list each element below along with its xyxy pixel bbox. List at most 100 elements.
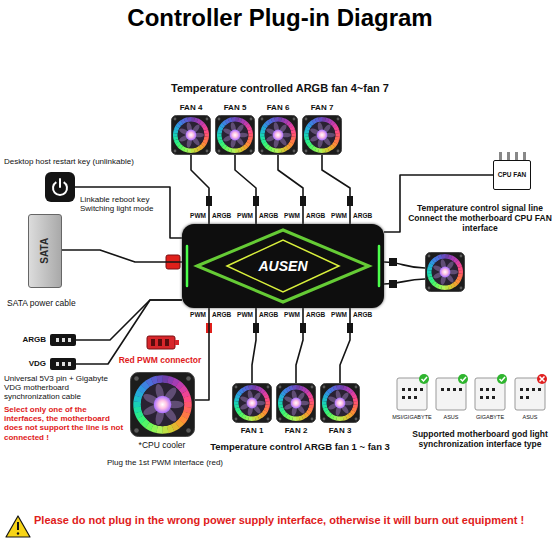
bottom-plugs [206, 323, 353, 333]
plug-pins [50, 358, 76, 370]
port-label: ARGB [306, 212, 325, 219]
fan-hub-light [440, 267, 451, 278]
cooler-label: *CPU cooler [139, 441, 186, 451]
fan-rotor [304, 117, 340, 153]
right-fan-wires [384, 258, 425, 288]
rgb-ring [322, 148, 326, 153]
cpu-fan-header-pins [499, 152, 526, 160]
fan-frame [277, 384, 316, 423]
screw-hole [134, 428, 139, 433]
warning-sign [6, 516, 30, 537]
fan-hub-light [186, 130, 197, 141]
fan-label: FAN 3 [329, 426, 352, 435]
port-label: PWM [331, 212, 347, 219]
fan-well [178, 122, 205, 149]
hub-glow-inner [227, 240, 339, 292]
check-mark [419, 374, 429, 384]
fan-rotor [217, 117, 253, 153]
fan-frame [131, 373, 195, 437]
rgb-ring [252, 416, 256, 421]
rgb-ring [173, 136, 178, 140]
cable [340, 308, 350, 383]
top-plugs [206, 196, 353, 206]
motherboard-header-icons [397, 374, 547, 410]
screw-hole [267, 386, 270, 389]
header-pin [515, 152, 518, 160]
rgb-ring [156, 375, 162, 383]
fan-rotor [234, 385, 270, 421]
rgb-ring [204, 129, 209, 133]
header-pin [492, 388, 495, 391]
connector-body [147, 336, 175, 349]
brand-logo: AUSEN [258, 258, 307, 274]
port-label: PWM [237, 311, 253, 318]
connector-pin [151, 339, 155, 346]
header-pin [532, 388, 535, 391]
brand-label: MSI/GIGABYTE [392, 414, 431, 420]
argb-fan: FAN 7 [302, 115, 342, 155]
header-pin [520, 388, 523, 391]
brand-label: GIGABYTE [476, 414, 504, 420]
port-label: ARGB [212, 212, 231, 219]
fan-rotor [322, 385, 358, 421]
rgb-ring [234, 404, 239, 408]
screw-hole [337, 150, 340, 153]
fan-frame [172, 116, 211, 155]
screw-hole [311, 418, 314, 421]
argb-fan: FAN 3 [320, 383, 360, 423]
fan-frame [321, 384, 360, 423]
port-label: PWM [190, 212, 206, 219]
port-label: PWM [190, 311, 206, 318]
rgb-ring [296, 416, 300, 421]
screw-hole [134, 376, 139, 381]
screw-hole [460, 255, 463, 258]
screw-hole [428, 287, 431, 290]
screw-hole [267, 418, 270, 421]
screw-hole [186, 376, 191, 381]
screw-hole [235, 418, 238, 421]
screw-hole [186, 428, 191, 433]
header-pin [520, 396, 523, 399]
rgb-ring [133, 407, 142, 414]
check-mark [461, 377, 467, 381]
screw-hole [206, 118, 209, 121]
header-pin [402, 396, 405, 399]
cable [76, 300, 182, 364]
fan-illustration [320, 383, 360, 423]
plug-name: ARGB [22, 335, 46, 344]
rgb-ring [265, 397, 270, 401]
rgb-ring [162, 426, 168, 434]
fan-label: FAN 4 [180, 103, 203, 112]
screw-hole [305, 150, 308, 153]
fan-hub-light [335, 398, 346, 409]
fan-hub-light [230, 130, 241, 141]
screw-hole [174, 150, 177, 153]
screw-hole [460, 287, 463, 290]
rgb-ring [231, 117, 235, 122]
rgb-ring [353, 397, 358, 401]
check-mark [422, 377, 428, 381]
header-pin [492, 396, 495, 399]
fan-plug [389, 258, 397, 266]
port-label: ARGB [353, 212, 372, 219]
plug-name: VDG [29, 359, 46, 368]
annotation: Universal 5V3 pin + Gigabyte VDG motherb… [4, 374, 124, 402]
rgb-ring [445, 285, 449, 290]
screw-hole [428, 255, 431, 258]
rgb-ring [278, 404, 283, 408]
rgb-ring [427, 273, 432, 277]
restart-key: Desktop host restart key (unlinkable) [45, 172, 75, 202]
screw-hole [250, 150, 253, 153]
connector-pin [165, 339, 169, 346]
screw-hole [261, 150, 264, 153]
warning-triangle [6, 516, 30, 537]
fan-illustration [215, 115, 255, 155]
fan-well [432, 259, 459, 286]
header-pin [408, 388, 411, 391]
rgb-ring [191, 148, 195, 153]
plug-pin [62, 362, 65, 366]
warning-mark [17, 522, 19, 530]
check-mark [497, 374, 507, 384]
port-label: ARGB [259, 311, 278, 318]
fan-hub-light [273, 130, 284, 141]
